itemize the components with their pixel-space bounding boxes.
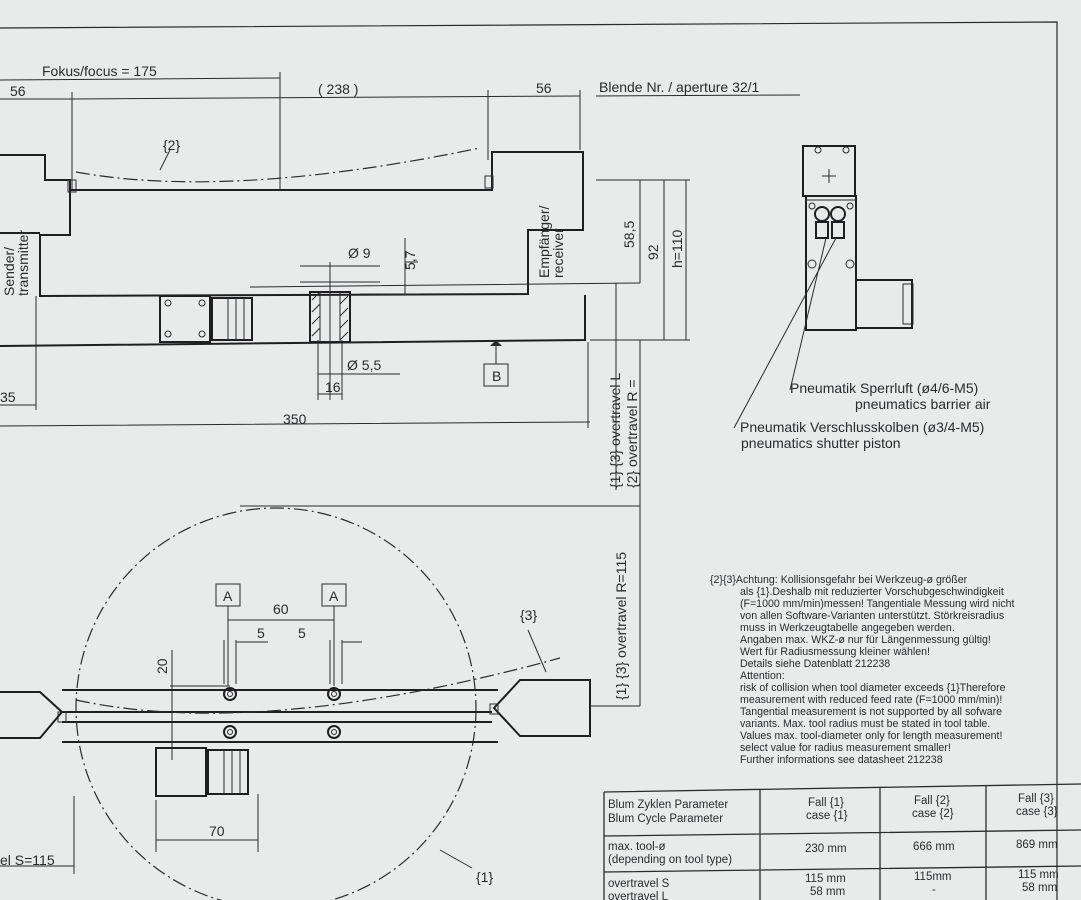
row-overtravel-l-label: overtravel L xyxy=(608,891,669,900)
datum-b: B xyxy=(492,368,501,384)
pneumatic-shutter-en: pneumatics shutter piston xyxy=(741,435,901,451)
note-line: Values max. tool-diameter only for lengt… xyxy=(740,730,1002,742)
dim-92: 92 xyxy=(645,244,661,260)
connector-plug xyxy=(159,295,253,343)
cell-case-3-l: 58 mm xyxy=(1022,882,1057,894)
note-line: von allen Software-Varianten unterstützt… xyxy=(740,610,1004,622)
note-line: Attention: xyxy=(740,670,785,682)
dim-56-right: 56 xyxy=(536,80,552,96)
note-line: muss in Werkzeugtabelle angegeben werden… xyxy=(740,622,955,634)
row-max-tool-sub: (depending on tool type) xyxy=(608,854,732,866)
bore-hole-section xyxy=(249,238,641,400)
dim-35: 35 xyxy=(0,389,16,405)
note-line: Details siehe Datenblatt 212238 xyxy=(740,658,890,670)
side-view: Fokus/focus = 175 56 ( 238 ) 56 Blende N… xyxy=(0,63,801,490)
dim-5-7: 5,7 xyxy=(402,250,418,270)
note-line: Tangential measurement is not supported … xyxy=(740,706,1002,718)
note-line: risk of collision when tool diameter exc… xyxy=(740,682,1006,694)
phi-9-dimension: Ø 9 xyxy=(348,245,371,261)
dim-70: 70 xyxy=(209,823,225,839)
table-header-en: Blum Cycle Parameter xyxy=(608,813,723,825)
note-line: Further informations see datasheet 21223… xyxy=(740,754,943,766)
pneumatic-barrier-de: Pneumatik Sperrluft (ø4/6-M5) xyxy=(790,380,978,396)
col-case-3-de: Fall {3} xyxy=(1018,793,1054,805)
note-line: measurement with reduced feed rate (F=10… xyxy=(740,694,1002,706)
receiver-label-de: Empfänger/ xyxy=(536,206,552,278)
case-2-marker: {2} xyxy=(163,137,180,153)
table-header-de: Blum Zyklen Parameter xyxy=(608,799,728,811)
cell-case-1-l: 58 mm xyxy=(810,886,845,898)
col-case-2-de: Fall {2} xyxy=(914,795,950,807)
cell-case-1-tool: 230 mm xyxy=(805,843,847,855)
dim-238: ( 238 ) xyxy=(318,81,358,97)
dim-5-right: 5 xyxy=(298,625,306,641)
sheet-border xyxy=(0,21,1058,900)
collision-circle xyxy=(75,507,477,900)
warning-notes: {2}{3}Achtung: Kollisionsgefahr bei Werk… xyxy=(710,574,1015,766)
case-3-marker: {3} xyxy=(520,607,537,623)
note-line: variants. Max. tool radius must be state… xyxy=(740,718,990,730)
note-line: select value for radius measurement smal… xyxy=(740,742,951,754)
cell-case-3-s: 115 mm xyxy=(1018,869,1059,881)
overtravel-r115-label: {1} {3} overtravel R=115 xyxy=(613,552,629,700)
datum-a-right: A xyxy=(329,588,339,604)
col-case-1-en: case {1} xyxy=(806,810,848,822)
dim-5-left: 5 xyxy=(257,625,265,641)
sender-label-en: transmitter xyxy=(15,230,31,296)
cycle-parameter-table: Blum Zyklen Parameter Blum Cycle Paramet… xyxy=(603,783,1081,900)
pneumatic-shutter-de: Pneumatik Verschlusskolben (ø3/4-M5) xyxy=(740,419,984,435)
row-max-tool-label: max. tool-ø xyxy=(608,841,666,853)
aperture-label: Blende Nr. / aperture 32/1 xyxy=(599,79,760,95)
overtravel-r-label: {2} overtravel R = xyxy=(624,379,640,488)
connector-plug-bottom xyxy=(155,747,249,797)
cell-case-1-s: 115 mm xyxy=(805,873,846,885)
beam-envelope xyxy=(75,147,481,183)
dim-20: 20 xyxy=(154,658,170,674)
col-case-2-en: case {2} xyxy=(912,808,954,820)
focus-dimension: Fokus/focus = 175 xyxy=(42,63,157,79)
dim-56-left: 56 xyxy=(10,83,26,99)
dim-h-110: h=110 xyxy=(669,230,685,268)
phi-5-5-dimension: Ø 5,5 xyxy=(347,357,381,373)
note-line: als {1}.Deshalb mit reduzierter Vorschub… xyxy=(740,586,1004,598)
col-case-1-de: Fall {1} xyxy=(808,797,844,809)
overtravel-l-label: {1} {3} overtravel L xyxy=(607,373,623,488)
cell-case-2-l: - xyxy=(932,884,936,896)
note-line: Wert für Radiusmessung kleiner wählen! xyxy=(740,646,930,658)
case-1-marker: {1} xyxy=(476,869,493,885)
pneumatic-barrier-en: pneumatics barrier air xyxy=(855,396,991,412)
cell-case-2-s: 115mm xyxy=(914,871,952,883)
cell-case-3-tool: 869 mm xyxy=(1016,839,1058,851)
dim-58-5: 58,5 xyxy=(621,221,637,248)
pneumatic-block-view xyxy=(733,145,914,429)
dim-16: 16 xyxy=(325,379,341,395)
cell-case-2-tool: 666 mm xyxy=(913,841,955,853)
receiver-label-en: receiver xyxy=(550,228,566,278)
dim-350: 350 xyxy=(283,411,307,427)
note-line: {2}{3}Achtung: Kollisionsgefahr bei Werk… xyxy=(710,574,968,586)
datum-a-left: A xyxy=(223,588,233,604)
col-case-3-en: case {3} xyxy=(1016,806,1058,818)
top-view: {1} {3} overtravel R=115 {3} A A 60 5 5 … xyxy=(0,490,641,900)
row-overtravel-s-label: overtravel S xyxy=(608,878,670,890)
note-line: Angaben max. WKZ-ø nur für Längenmessung… xyxy=(740,634,991,646)
dim-60: 60 xyxy=(273,601,289,617)
overtravel-s-label: el S=115 xyxy=(0,852,55,868)
sender-label-de: Sender/ xyxy=(1,247,17,296)
note-line: (F=1000 mm/min)messen! Tangentiale Messu… xyxy=(740,598,1015,610)
beam-envelope-bottom xyxy=(75,657,561,714)
